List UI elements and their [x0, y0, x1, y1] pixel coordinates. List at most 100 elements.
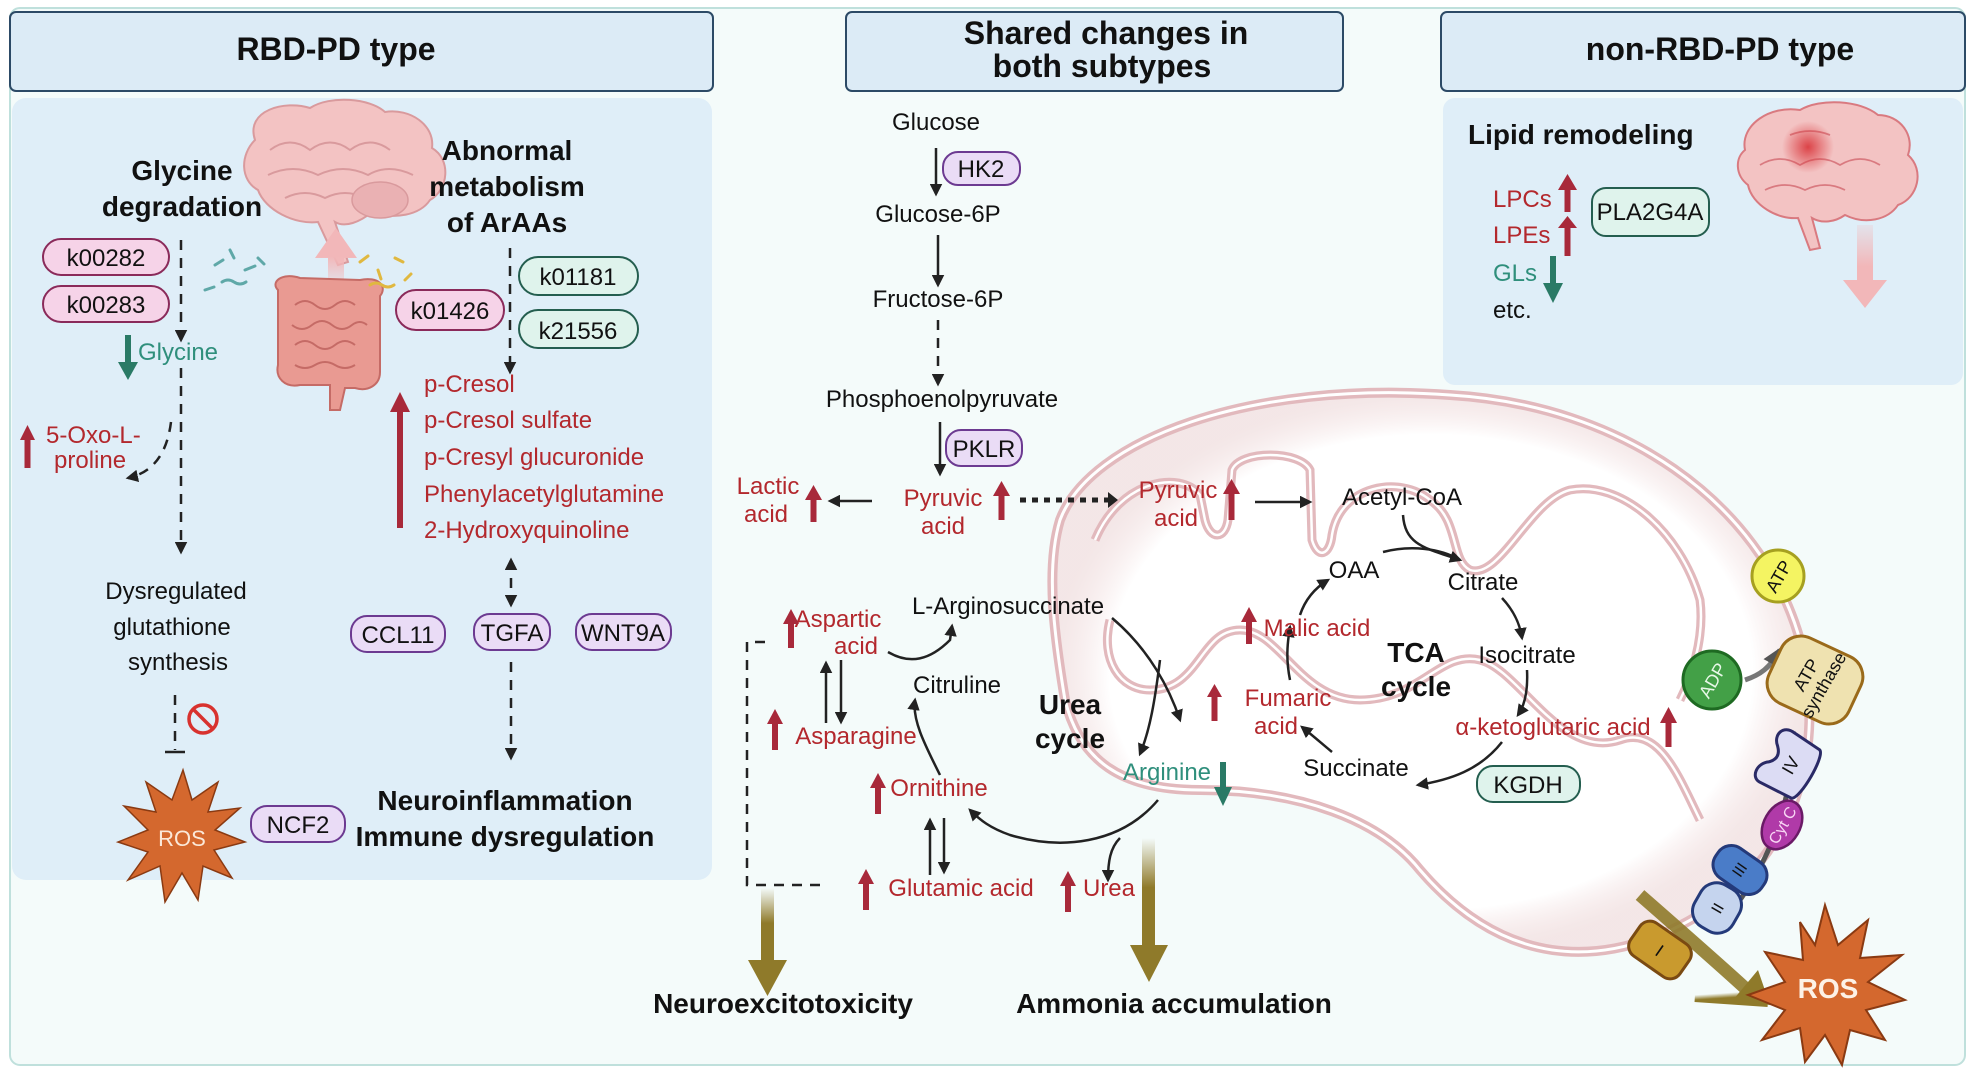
lipid-lpes: LPEs — [1493, 222, 1550, 249]
tca-succinate: Succinate — [1303, 755, 1408, 782]
dashed-link — [745, 640, 825, 887]
arrow — [1300, 725, 1333, 753]
malic-up-arrow-icon — [1241, 607, 1257, 644]
fumaric-up-arrow-icon — [1207, 684, 1222, 721]
enzyme-pill-kgdh: KGDH — [1476, 765, 1581, 803]
brain-icon — [243, 98, 447, 267]
cytochrome-c-icon: Cyt C — [1760, 799, 1804, 851]
gene-label: k21556 — [539, 318, 618, 345]
non-rbd-panel-title: non-RBD-PD type — [1586, 31, 1854, 67]
arrowhead — [1108, 492, 1118, 508]
gene-label: NCF2 — [267, 812, 330, 839]
rbd-panel-header — [9, 11, 714, 92]
glycolysis-glucose: Glucose — [892, 109, 980, 136]
oxoproline-label-line1: 5-Oxo-L- — [46, 422, 141, 449]
lactic-acid-line1: Lactic — [737, 473, 800, 500]
shared-changes-section: Shared changes in both subtypes Glucose … — [653, 11, 1908, 1068]
arginine-down-arrow-icon — [1214, 762, 1232, 806]
oxoproline-up-arrow-icon — [20, 425, 35, 468]
tca-cycle-title-line2: cycle — [1381, 671, 1451, 702]
glycine-degradation-title-line1: Glycine — [131, 155, 232, 186]
shared-title-line1: Shared changes in — [964, 15, 1249, 51]
lipid-lpcs: LPCs — [1493, 186, 1552, 213]
tca-fumaric-acid-line2: acid — [1254, 713, 1298, 740]
arrow — [1516, 669, 1529, 718]
urea-ornithine: Ornithine — [890, 775, 987, 802]
gut-brain-arrow-icon — [315, 228, 357, 285]
neuroexcitotoxicity-arrow-icon — [748, 888, 787, 996]
lesioned-brain-icon — [1736, 101, 1919, 252]
arrow — [1101, 837, 1121, 883]
pyruvic-up-arrow-icon — [993, 481, 1010, 520]
tca-oaa: OAA — [1329, 557, 1380, 584]
mito-pyruvic-up-arrow-icon — [1223, 479, 1240, 520]
outcome-dysregulated: Dysregulated — [105, 578, 246, 605]
ros-mito-label: ROS — [1798, 973, 1859, 1004]
cytokine-pill-ccl11: CCL11 — [350, 615, 446, 653]
glycolysis-glucose-6p: Glucose-6P — [875, 201, 1000, 228]
gene-pill-k00282: k00282 — [42, 238, 170, 276]
glutamic-up-arrow-icon — [858, 869, 874, 910]
metabolite-item: Phenylacetylglutamine — [424, 481, 664, 508]
urea-arginine: Arginine — [1123, 759, 1211, 786]
metabolite-item: 2-Hydroxyquinoline — [424, 517, 629, 544]
lipid-etc: etc. — [1493, 297, 1532, 324]
shared-panel-header — [845, 11, 1344, 92]
arrow — [1415, 741, 1503, 790]
rbd-pd-panel: RBD-PD type Glycine degradation — [9, 11, 714, 905]
urea-up-arrow-icon — [1060, 871, 1076, 912]
atp-synthase-icon: ATP synthase — [1765, 634, 1865, 726]
complex-iii-icon: III — [1711, 843, 1769, 897]
non-rbd-pd-panel: non-RBD-PD type Lipid remodeling LPCs LP… — [1440, 11, 1966, 385]
arrow — [1111, 617, 1183, 723]
complex-iv-icon: IV — [1753, 728, 1822, 800]
tca-alpha-ketoglutaric-acid: α-ketoglutaric acid — [1455, 714, 1650, 741]
arrow — [1298, 578, 1331, 616]
aspartic-acid-line2: acid — [834, 633, 878, 660]
non-rbd-panel-header — [1440, 11, 1966, 92]
dashed-arrow — [125, 421, 173, 482]
araa-title-line1: Abnormal — [442, 135, 573, 166]
outcome-ammonia-accumulation: Ammonia accumulation — [1016, 988, 1332, 1019]
glycolysis-fructose-6p: Fructose-6P — [873, 286, 1004, 313]
metabolite-item: p-Cresyl glucuronide — [424, 444, 644, 471]
enzyme-label: HK2 — [958, 156, 1005, 183]
outcome-synthesis: synthesis — [128, 649, 228, 676]
tca-malic-acid: Malic acid — [1264, 615, 1371, 642]
rbd-panel-title: RBD-PD type — [236, 31, 435, 67]
lipid-remodeling-title: Lipid remodeling — [1468, 119, 1694, 150]
complex-i-icon: I — [1627, 919, 1693, 981]
arrow — [1401, 514, 1463, 563]
pyruvic-acid-cytosol-line2: acid — [921, 513, 965, 540]
gene-label: k00283 — [67, 292, 146, 319]
lpes-up-arrow-icon — [1558, 216, 1577, 256]
lipid-gls: GLs — [1493, 260, 1537, 287]
enzyme-label: PKLR — [953, 436, 1016, 463]
cytokine-label: WNT9A — [581, 620, 665, 647]
lactic-acid-line2: acid — [744, 501, 788, 528]
cytokine-label: CCL11 — [362, 622, 435, 649]
glycine-label: Glycine — [138, 339, 218, 366]
arrow — [968, 799, 1159, 844]
atp-icon: ATP — [1750, 548, 1806, 604]
outcome-glutathione: glutathione — [113, 614, 230, 641]
akg-up-arrow-icon — [1660, 707, 1677, 747]
cytokine-label: TGFA — [481, 620, 544, 647]
gene-pill-k21556: k21556 — [518, 309, 639, 349]
pyruvic-acid-mito-line2: acid — [1154, 505, 1198, 532]
urea-citruline: Citruline — [913, 672, 1001, 699]
tca-citrate: Citrate — [1448, 569, 1519, 596]
shared-title-line2: both subtypes — [993, 48, 1212, 84]
complex-ii-icon: II — [1691, 881, 1743, 935]
urea-urea: Urea — [1083, 875, 1136, 902]
tca-fumaric-acid-line1: Fumaric — [1245, 685, 1332, 712]
urea-argininosuccinate: L-Arginosuccinate — [912, 593, 1104, 620]
lactic-up-arrow-icon — [805, 485, 822, 522]
adp-icon: ADP — [1681, 649, 1743, 711]
araa-up-arrow-icon — [390, 392, 410, 528]
pyruvic-acid-cytosol-line1: Pyruvic — [904, 485, 983, 512]
gene-pill-k01181: k01181 — [518, 256, 639, 296]
oxoproline-label-line2: proline — [54, 447, 126, 474]
asparagine-up-arrow-icon — [767, 709, 783, 750]
outcome-immune-dysregulation: Immune dysregulation — [356, 821, 655, 852]
